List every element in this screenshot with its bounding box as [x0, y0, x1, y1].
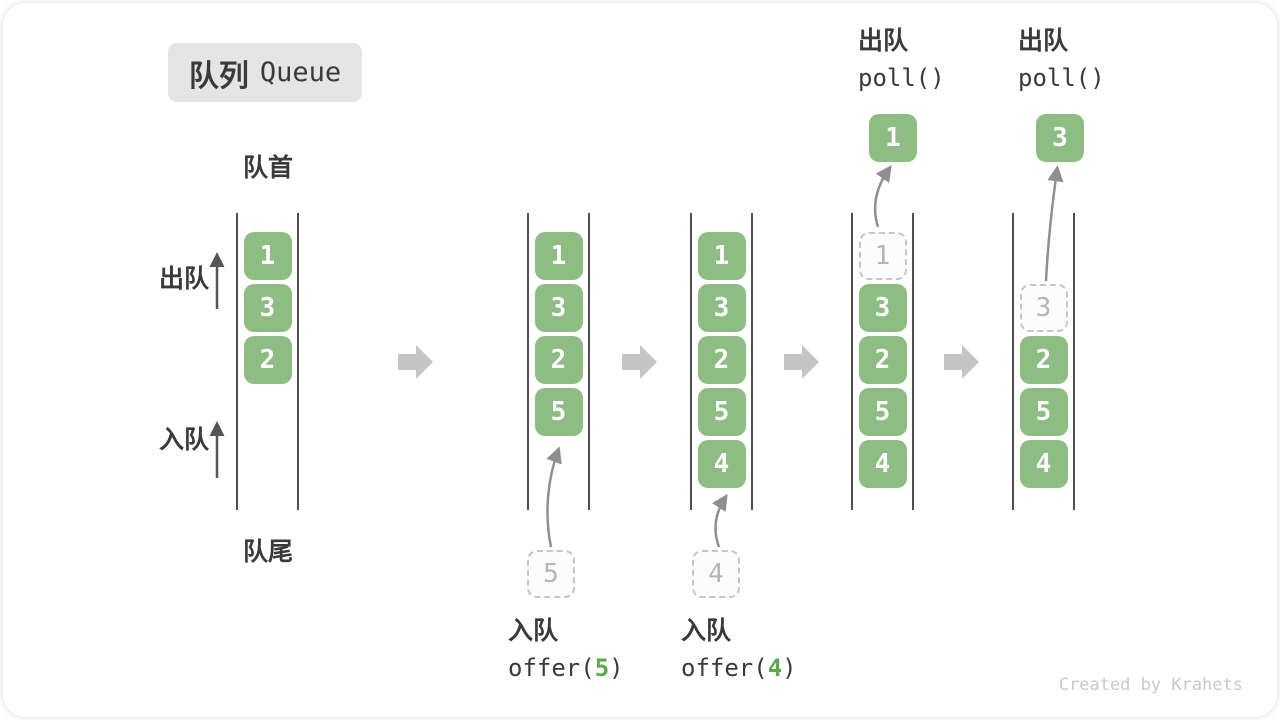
- title-en: Queue: [259, 57, 342, 88]
- queue-state-1: 1 3 2: [236, 213, 299, 510]
- label-enqueue-side: 入队: [159, 426, 210, 454]
- queue-item: 4: [858, 440, 907, 488]
- queue-item: 2: [697, 336, 746, 384]
- operation-poll2: 出队 poll(): [1018, 27, 1105, 92]
- diagram-card: [3, 3, 1277, 717]
- label-queue-rear: 队尾: [243, 538, 294, 566]
- operation-code: poll(): [1018, 63, 1105, 92]
- credit-text: Created by Krahets: [1058, 675, 1243, 695]
- operation-code: offer(5): [508, 653, 624, 682]
- operation-offer5: 入队 offer(5): [508, 617, 624, 682]
- queue-item: 2: [858, 336, 907, 384]
- queue-item: 5: [858, 388, 907, 436]
- removed-slot: 1: [858, 232, 907, 280]
- queue-item: 3: [858, 284, 907, 332]
- operation-code: poll(): [858, 63, 945, 92]
- queue-item: 1: [697, 232, 746, 280]
- code-arg: 4: [767, 653, 783, 682]
- queue-item: 3: [534, 284, 583, 332]
- operation-poll1: 出队 poll(): [858, 27, 945, 92]
- title-zh: 队列: [188, 59, 249, 93]
- code-fn-open: offer(: [681, 653, 768, 682]
- incoming-item-5: 5: [527, 550, 575, 598]
- code-arg: 5: [594, 653, 610, 682]
- queue-item: 2: [243, 336, 292, 384]
- queue-item: 1: [534, 232, 583, 280]
- incoming-item-4: 4: [692, 550, 740, 598]
- removed-slot: 3: [1019, 284, 1068, 332]
- title-badge: 队列 Queue: [168, 43, 362, 102]
- operation-label: 出队: [1018, 27, 1069, 55]
- code-fn-open: offer(: [508, 653, 595, 682]
- queue-state-3: 1 3 2 5 4: [690, 213, 753, 510]
- queue-state-5: 3 2 5 4: [1012, 213, 1075, 510]
- queue-item: 1: [243, 232, 292, 280]
- queue-item: 2: [534, 336, 583, 384]
- operation-label: 入队: [681, 617, 732, 645]
- queue-item: 3: [243, 284, 292, 332]
- queue-item: 2: [1019, 336, 1068, 384]
- operation-label: 出队: [858, 27, 909, 55]
- operation-offer4: 入队 offer(4): [681, 617, 797, 682]
- queue-state-4: 1 3 2 5 4: [851, 213, 914, 510]
- code-fn-close: ): [609, 653, 624, 682]
- queue-item: 5: [1019, 388, 1068, 436]
- queue-item: 5: [697, 388, 746, 436]
- label-dequeue-side: 出队: [159, 265, 210, 293]
- operation-code: offer(4): [681, 653, 797, 682]
- operation-label: 入队: [508, 617, 559, 645]
- polled-item-3: 3: [1036, 114, 1084, 162]
- queue-item: 5: [534, 388, 583, 436]
- queue-item: 4: [1019, 440, 1068, 488]
- queue-item: 4: [697, 440, 746, 488]
- label-queue-front: 队首: [243, 154, 294, 182]
- queue-state-2: 1 3 2 5: [527, 213, 590, 510]
- queue-item: 3: [697, 284, 746, 332]
- code-fn-close: ): [782, 653, 797, 682]
- polled-item-1: 1: [869, 114, 917, 162]
